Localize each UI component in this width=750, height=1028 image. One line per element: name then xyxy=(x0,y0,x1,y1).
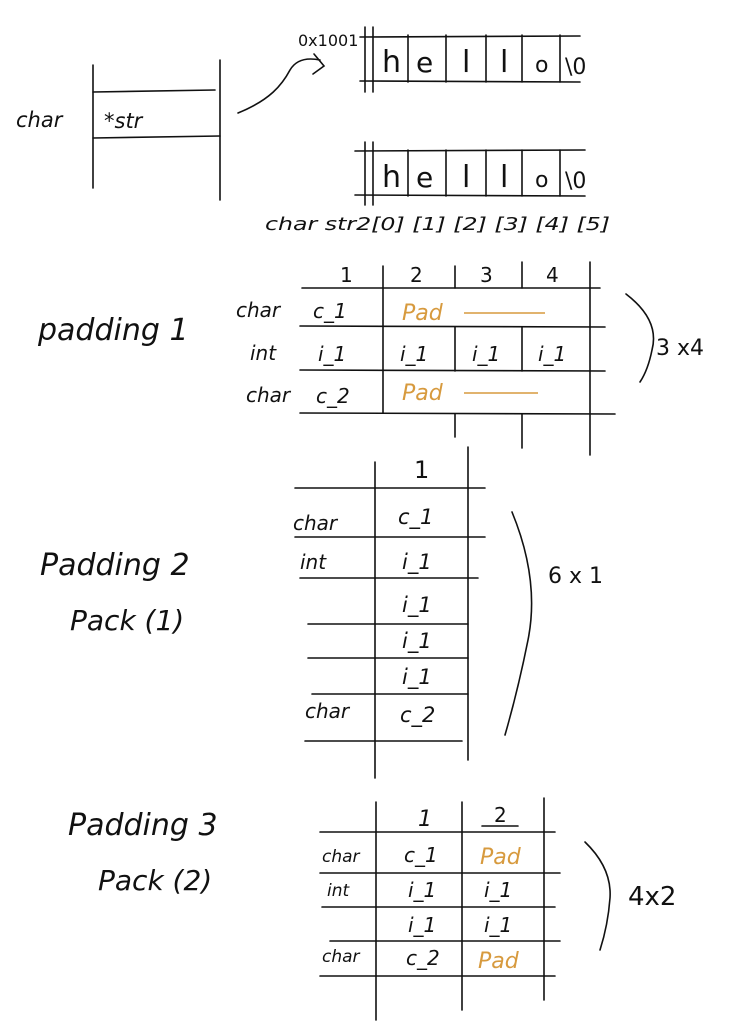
padding2-title: Padding 2 xyxy=(40,548,190,583)
string1-char: l xyxy=(500,45,508,80)
padding2-subtitle: Pack (1) xyxy=(70,604,184,637)
padding3-cell: i_1 xyxy=(408,913,436,937)
string2-char: h xyxy=(382,160,401,195)
string1-array: h e l l o \0 xyxy=(359,26,586,93)
padding2-cell: c_1 xyxy=(398,505,433,530)
padding2-size: 6 x 1 xyxy=(548,564,603,589)
pointer-type-label: char xyxy=(16,108,64,132)
padding3-bracket xyxy=(584,841,611,951)
padding3-cell: c_1 xyxy=(404,843,438,867)
padding2-cell: i_1 xyxy=(402,593,432,618)
pointer-variable-name: *str xyxy=(104,109,144,133)
padding3-cell: i_1 xyxy=(408,878,436,902)
padding1-cell: i_1 xyxy=(400,342,428,366)
padding3-row-type: char xyxy=(322,947,361,967)
padding2-row-type: char xyxy=(293,511,339,535)
padding3-col-header: 2 xyxy=(494,803,507,827)
padding3-row-type: char xyxy=(322,847,361,867)
padding1-col-header: 3 xyxy=(480,263,493,287)
padding1-cell: c_2 xyxy=(316,384,350,408)
padding3-size: 4x2 xyxy=(628,882,676,912)
string2-char: l xyxy=(462,160,470,195)
arrow-head-icon xyxy=(312,53,326,75)
padding1-row-type: char xyxy=(246,383,292,407)
padding2-cell: i_1 xyxy=(402,665,432,690)
padding1-cell: i_1 xyxy=(538,342,566,366)
padding1-col-header: 2 xyxy=(410,263,423,287)
padding3-pad-cell: Pad xyxy=(480,845,522,870)
string1-char: e xyxy=(416,46,433,79)
padding3-cell: c_2 xyxy=(406,946,440,970)
string1-char: o xyxy=(535,53,548,78)
string2-char: l xyxy=(500,160,508,195)
string1-char: l xyxy=(462,45,470,80)
padding2-cell: i_1 xyxy=(402,550,432,575)
padding1-pad-cell: Pad xyxy=(402,381,444,406)
padding3-cell: i_1 xyxy=(484,878,512,902)
padding2-row-type: int xyxy=(300,550,327,574)
padding2-cell: i_1 xyxy=(402,629,432,654)
padding2-section: Padding 2 Pack (1) 1 char int char c_1 i… xyxy=(40,446,603,779)
string1-char: \0 xyxy=(565,55,586,80)
pointer-section: char *str 0x1001 h e l l o \0 xyxy=(16,26,610,235)
padding1-col-header: 1 xyxy=(340,263,353,287)
padding2-cell: c_2 xyxy=(400,703,435,728)
padding1-cell: i_1 xyxy=(472,342,500,366)
padding3-pad-cell: Pad xyxy=(478,949,520,974)
string2-array: h e l l o \0 char str2[0] [1] [2] [3] [4… xyxy=(265,141,610,235)
padding1-title: padding 1 xyxy=(37,313,189,348)
padding1-pad-cell: Pad xyxy=(402,301,444,326)
padding1-section: padding 1 1 2 3 4 char int char c_1 Pad … xyxy=(37,261,704,456)
padding3-col-header: 1 xyxy=(418,807,432,832)
padding1-row-type: int xyxy=(250,341,277,365)
string2-char: \0 xyxy=(565,169,586,194)
pointer-arrow xyxy=(237,58,321,114)
string2-char: e xyxy=(416,161,433,194)
address-label: 0x1001 xyxy=(298,31,358,50)
padding3-subtitle: Pack (2) xyxy=(98,864,212,897)
padding3-section: Padding 3 Pack (2) 1 2 char int char c_1… xyxy=(68,797,676,1021)
string2-char: o xyxy=(535,168,548,193)
string2-index-labels: char str2[0] [1] [2] [3] [4] [5] xyxy=(265,214,610,235)
padding3-title: Padding 3 xyxy=(68,808,218,843)
padding2-col-header: 1 xyxy=(414,456,429,484)
padding1-col-header: 4 xyxy=(546,263,559,287)
padding1-row-type: char xyxy=(236,298,282,322)
padding2-bracket xyxy=(504,511,533,736)
padding1-size: 3 x4 xyxy=(656,336,704,361)
padding3-cell: i_1 xyxy=(484,913,512,937)
padding3-row-type: int xyxy=(327,881,350,901)
padding2-row-type: char xyxy=(305,699,351,723)
padding1-bracket xyxy=(625,293,655,383)
padding1-cell: c_1 xyxy=(313,299,347,323)
string1-char: h xyxy=(382,45,401,80)
padding1-cell: i_1 xyxy=(318,342,346,366)
